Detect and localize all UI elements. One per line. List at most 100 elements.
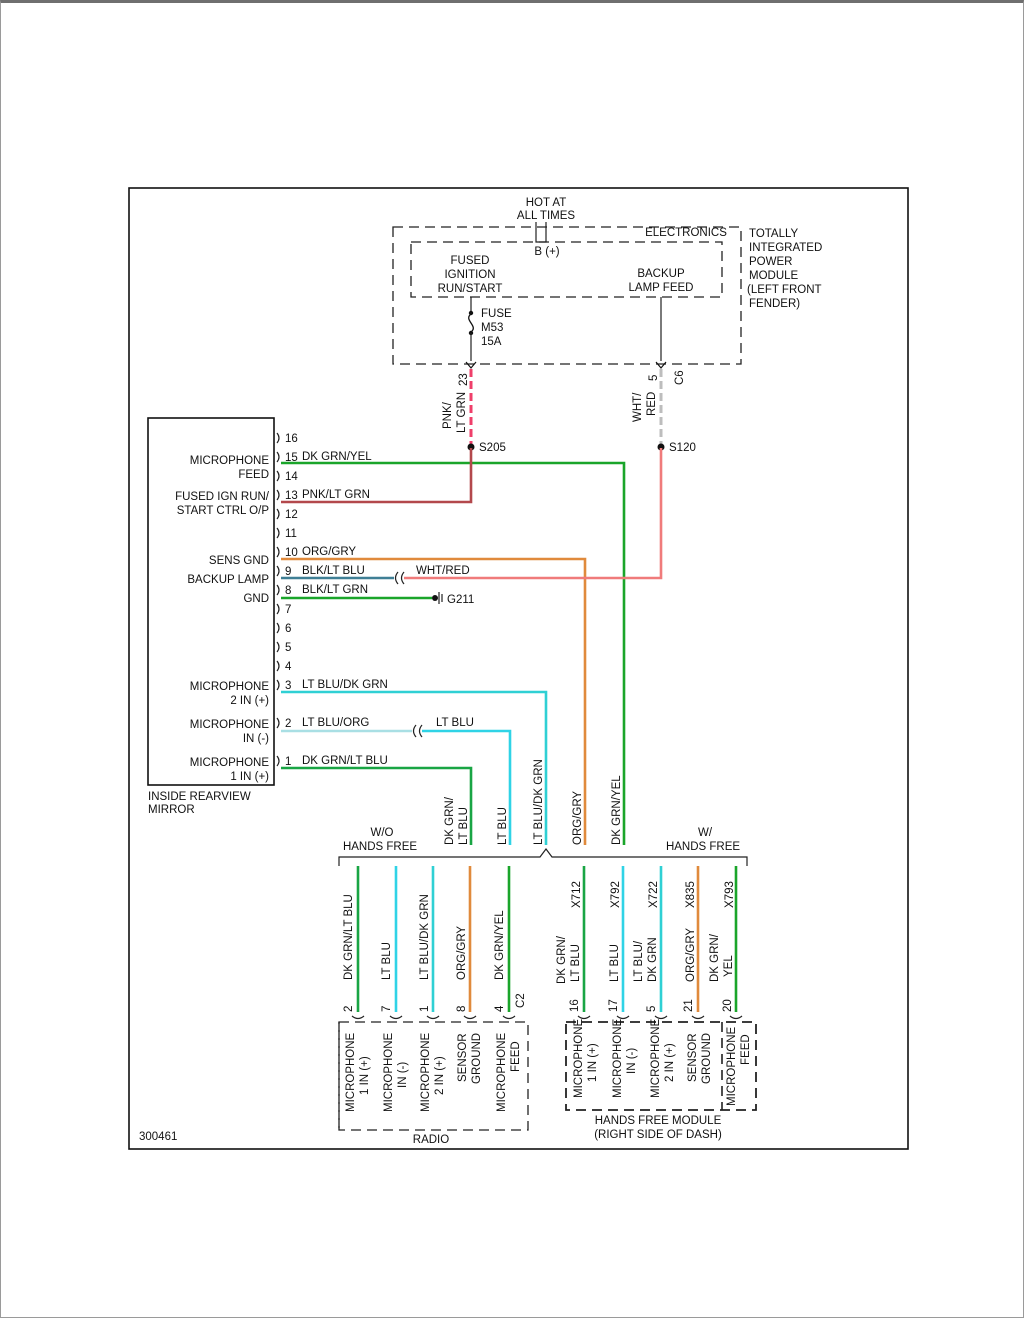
mirror-pin: 13 xyxy=(285,490,298,502)
radio-label: RADIO xyxy=(413,1134,449,1146)
hfm-pin: 17 xyxy=(608,999,620,1012)
mirror-label: MIRROR xyxy=(148,804,195,816)
hfm-wire-label: DK GRN xyxy=(647,937,659,982)
hfm-circuit: X792 xyxy=(610,881,622,908)
g211-label: G211 xyxy=(447,594,474,606)
tipm-title-line: (LEFT FRONT xyxy=(747,284,822,296)
fuse-label: FUSE xyxy=(481,308,512,320)
radio-func: FEED xyxy=(510,1041,522,1072)
wire-label: BLK/LT GRN xyxy=(302,584,368,596)
wire-pnk-lt-grn xyxy=(281,448,473,504)
inside-rearview-mirror: INSIDE REARVIEW MIRROR 16 15 14 13 12 11… xyxy=(147,417,298,816)
wo-label: W/O xyxy=(371,827,394,839)
radio-func: MICROPHONE xyxy=(420,1032,432,1112)
hfm-label: (RIGHT SIDE OF DASH) xyxy=(594,1129,722,1141)
hfm-label: HANDS FREE MODULE xyxy=(595,1115,722,1127)
mirror-func-label: IN (-) xyxy=(243,733,269,745)
radio-func: SENSOR xyxy=(457,1033,469,1082)
hfm-wire-label: LT BLU xyxy=(609,944,621,982)
wire-label: ORG/GRY xyxy=(302,546,356,558)
mirror-pin: 8 xyxy=(285,585,291,597)
mirror-pin: 9 xyxy=(285,566,291,578)
hfm-wire-label: LT BLU/ xyxy=(633,940,645,982)
radio-block: DK GRN/LT BLU LT BLU LT BLU/DK GRN ORG/G… xyxy=(338,866,529,1146)
mirror-func-label: GND xyxy=(243,593,269,605)
mirror-pin: 6 xyxy=(285,623,291,635)
hfm-circuit: X793 xyxy=(724,881,736,908)
mirror-func-label: 1 IN (+) xyxy=(230,771,269,783)
ground-point xyxy=(432,595,438,601)
mirror-func-label: BACKUP LAMP xyxy=(187,574,269,586)
hfm-func: 1 IN (+) xyxy=(587,1043,599,1082)
fused-ignition-label: IGNITION xyxy=(444,269,495,281)
mirror-func-label: FUSED IGN RUN/ xyxy=(175,491,270,503)
tipm-title-line: INTEGRATED xyxy=(749,242,822,254)
radio-pin: 1 xyxy=(419,1006,431,1012)
hot-at-label: HOT AT xyxy=(526,197,566,209)
diagram-id: 300461 xyxy=(139,1131,177,1143)
hfm-func: MICROPHONE xyxy=(573,1018,585,1098)
mid-wire-label: ORG/GRY xyxy=(572,791,584,845)
hfm-wire-label: ORG/GRY xyxy=(685,928,697,982)
wire-label: LT BLU/DK GRN xyxy=(302,679,388,691)
radio-func: 2 IN (+) xyxy=(434,1056,446,1095)
mirror-label: INSIDE REARVIEW xyxy=(148,791,251,803)
radio-wire-label: LT BLU/DK GRN xyxy=(419,894,431,980)
s205-label: S205 xyxy=(479,442,506,454)
radio-func: MICROPHONE xyxy=(383,1032,395,1112)
wire-label-pnk: PNK/ xyxy=(442,401,454,429)
wire-label: WHT/RED xyxy=(416,565,470,577)
c6-label: C6 xyxy=(674,370,686,385)
diagram-frame xyxy=(128,187,909,1150)
mirror-pin: 16 xyxy=(285,433,298,445)
splice-s205 xyxy=(467,443,475,451)
s120-label: S120 xyxy=(669,442,696,454)
mirror-func-label: MICROPHONE xyxy=(190,719,270,731)
mirror-func-label: MICROPHONE xyxy=(190,681,270,693)
splice-s120 xyxy=(657,443,665,451)
hfm-wire-label: DK GRN/ xyxy=(556,935,568,984)
mirror-pin: 5 xyxy=(285,642,291,654)
mid-wire-label: LT BLU xyxy=(497,807,509,845)
wire-wht-red xyxy=(404,448,663,580)
mid-wire-label: DK GRN/ xyxy=(444,796,456,845)
mirror-pin: 14 xyxy=(285,471,298,483)
wire-label-wht: WHT/ xyxy=(632,392,644,422)
hfm-wire-label: LT BLU xyxy=(570,944,582,982)
mirror-pin: 15 xyxy=(285,452,298,464)
mid-wire-label: DK GRN/YEL xyxy=(611,775,623,845)
wire-org-gry xyxy=(281,557,587,845)
wire-label: DK GRN/LT BLU xyxy=(302,755,388,767)
hfm-pin: 20 xyxy=(722,999,734,1012)
hfm-circuit: X712 xyxy=(571,881,583,908)
tipm-title: TOTALLY INTEGRATED POWER MODULE (LEFT FR… xyxy=(747,228,822,310)
mirror-pin: 12 xyxy=(285,509,298,521)
hfm-wire-label: DK GRN/ xyxy=(709,933,721,982)
hfm-circuit: X835 xyxy=(685,881,697,908)
hfm-wire-label: YEL xyxy=(723,955,735,977)
mirror-func-label: MICROPHONE xyxy=(190,757,270,769)
radio-func: GROUND xyxy=(471,1033,483,1084)
radio-pin: 7 xyxy=(381,1006,393,1012)
wire-label: LT BLU/ORG xyxy=(302,717,369,729)
hfm-func: MICROPHONE xyxy=(726,1026,738,1106)
mirror-pin: 11 xyxy=(285,528,297,540)
radio-func: IN (-) xyxy=(397,1062,409,1088)
backup-lamp-feed-label: BACKUP xyxy=(637,268,685,280)
mirror-pin: 7 xyxy=(285,604,291,616)
mirror-func-label: 2 IN (+) xyxy=(230,695,269,707)
mirror-pin: 1 xyxy=(285,756,291,768)
wire-label: PNK/LT GRN xyxy=(302,489,370,501)
hfm-func: 2 IN (+) xyxy=(664,1043,676,1082)
tipm-title-line: POWER xyxy=(749,256,792,268)
radio-func: 1 IN (+) xyxy=(359,1056,371,1095)
hfm-pin: 16 xyxy=(569,999,581,1012)
radio-func: MICROPHONE xyxy=(496,1032,508,1112)
radio-func: MICROPHONE xyxy=(345,1032,357,1112)
backup-lamp-feed-label: LAMP FEED xyxy=(629,282,694,294)
radio-wire-label: LT BLU xyxy=(381,942,393,980)
tipm-title-line: MODULE xyxy=(749,270,799,282)
electronics-label: ELECTRONICS xyxy=(645,227,727,239)
fused-ignition-label: RUN/START xyxy=(438,283,503,295)
mirror-func-label: START CTRL O/P xyxy=(177,505,270,517)
